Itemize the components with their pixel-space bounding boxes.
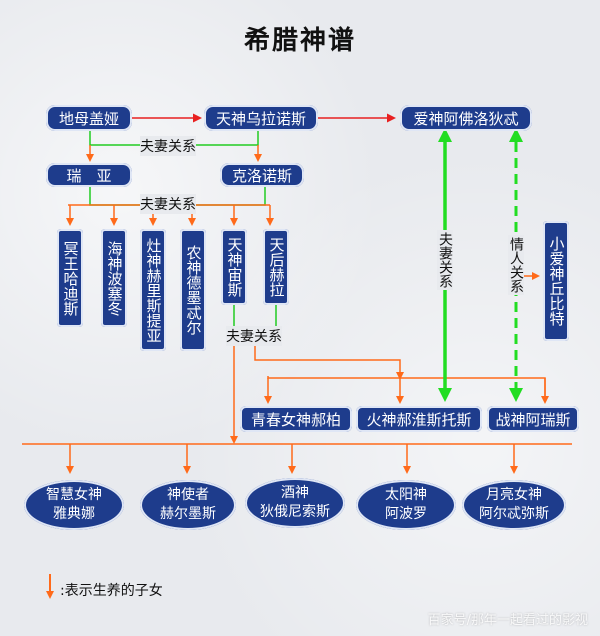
artemis-line1: 月亮女神 bbox=[486, 487, 542, 503]
node-dionysus: 酒神狄俄尼索斯 bbox=[245, 478, 345, 528]
hermes-line2: 赫尔墨斯 bbox=[160, 506, 216, 522]
node-poseidon: 海神波塞冬 bbox=[101, 229, 127, 327]
legend-text: :表示生养的子女 bbox=[60, 583, 163, 599]
relation-couple-rhea-cronus: 夫妻关系 bbox=[140, 194, 196, 214]
node-cronus: 克洛诺斯 bbox=[220, 163, 304, 187]
watermark: 百家号/那年一起看过的影视 bbox=[427, 613, 588, 628]
node-apollo: 太阳神阿波罗 bbox=[356, 480, 456, 530]
node-rhea: 瑞 亚 bbox=[46, 163, 132, 187]
node-aphrodite: 爱神阿佛洛狄忒 bbox=[400, 105, 532, 131]
relation-couple-zeus-hera: 夫妻关系 bbox=[226, 326, 282, 346]
relation-couple-gaia-uranus: 夫妻关系 bbox=[140, 136, 196, 156]
relation-lovers-aphrodite-ares: 情人关系 bbox=[508, 235, 524, 295]
node-uranus: 天神乌拉诺斯 bbox=[204, 105, 318, 131]
athena-line1: 智慧女神 bbox=[46, 487, 102, 503]
node-gaia: 地母盖娅 bbox=[46, 105, 132, 131]
dionysus-line1: 酒神 bbox=[281, 485, 309, 501]
apollo-line1: 太阳神 bbox=[385, 487, 427, 503]
apollo-line2: 阿波罗 bbox=[385, 506, 427, 522]
node-hebe: 青春女神郝柏 bbox=[240, 406, 352, 432]
relation-couple-aphrodite-hephaestus: 夫妻关系 bbox=[437, 230, 453, 290]
artemis-line2: 阿尔忒弥斯 bbox=[479, 506, 549, 522]
dionysus-line2: 狄俄尼索斯 bbox=[260, 504, 330, 520]
node-eros: 小爱神丘比特 bbox=[543, 221, 569, 341]
node-hestia: 灶神赫里斯提亚 bbox=[140, 229, 166, 351]
hermes-line1: 神使者 bbox=[167, 487, 209, 503]
node-hera: 天后赫拉 bbox=[263, 229, 289, 305]
node-hades: 冥王哈迪斯 bbox=[57, 229, 83, 327]
node-artemis: 月亮女神阿尔忒弥斯 bbox=[462, 480, 566, 530]
node-zeus: 天神宙斯 bbox=[221, 229, 247, 305]
node-hephaestus: 火神郝淮斯托斯 bbox=[356, 406, 482, 432]
diagram-title: 希腊神谱 bbox=[243, 26, 356, 56]
athena-line2: 雅典娜 bbox=[53, 506, 95, 522]
node-hermes: 神使者赫尔墨斯 bbox=[140, 480, 236, 530]
node-athena: 智慧女神雅典娜 bbox=[24, 480, 124, 530]
node-ares: 战神阿瑞斯 bbox=[487, 406, 579, 432]
node-demeter: 农神德墨忒尔 bbox=[180, 229, 206, 351]
